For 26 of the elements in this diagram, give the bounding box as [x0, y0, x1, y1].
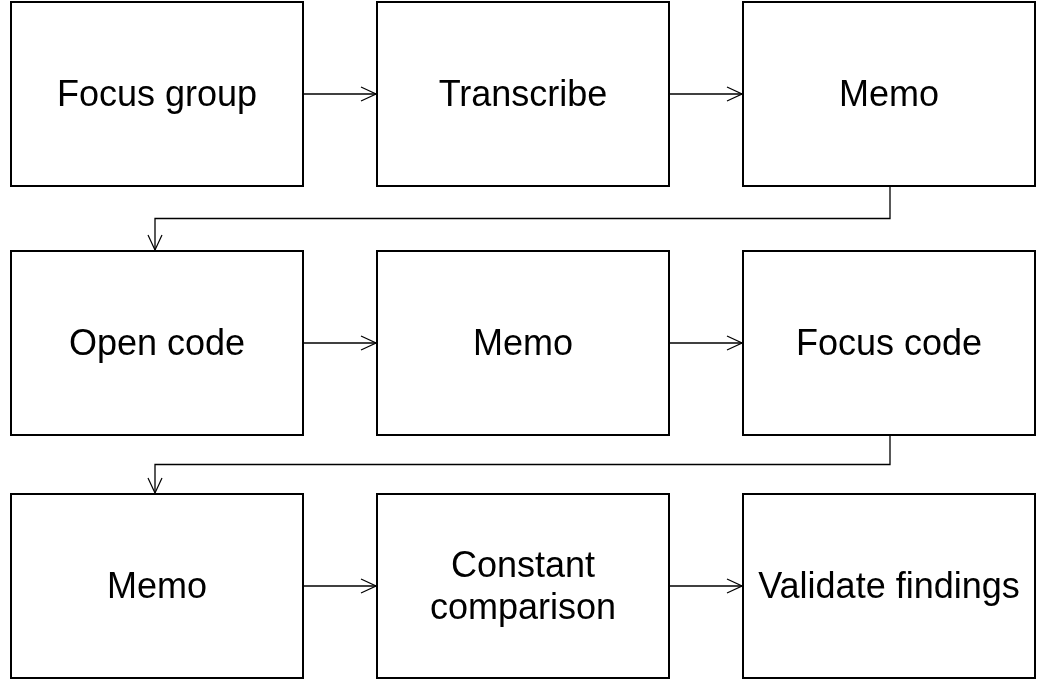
process-box: [10, 493, 304, 679]
box-label: Memo: [107, 565, 207, 607]
box-label: Memo: [473, 322, 573, 364]
arrow: [303, 578, 377, 594]
box-label: Transcribe: [438, 73, 608, 115]
process-box: [10, 250, 304, 436]
process-box: [376, 493, 670, 679]
process-box: [376, 1, 670, 187]
process-box: [10, 1, 304, 187]
process-box: [742, 493, 1036, 679]
box-label: Open code: [68, 322, 246, 364]
box-label: Focus code: [795, 322, 983, 364]
box-label: Constant comparison: [428, 544, 618, 628]
box-label: Memo: [839, 73, 939, 115]
process-box: [742, 1, 1036, 187]
process-box: [376, 250, 670, 436]
arrow: [147, 435, 891, 494]
box-label: Validate findings: [758, 565, 1020, 607]
arrow: [669, 86, 743, 102]
arrow: [669, 578, 743, 594]
arrow: [147, 186, 891, 251]
arrow: [303, 86, 377, 102]
process-box: [742, 250, 1036, 436]
arrow: [303, 335, 377, 351]
box-label: Focus group: [56, 73, 258, 115]
arrow: [669, 335, 743, 351]
